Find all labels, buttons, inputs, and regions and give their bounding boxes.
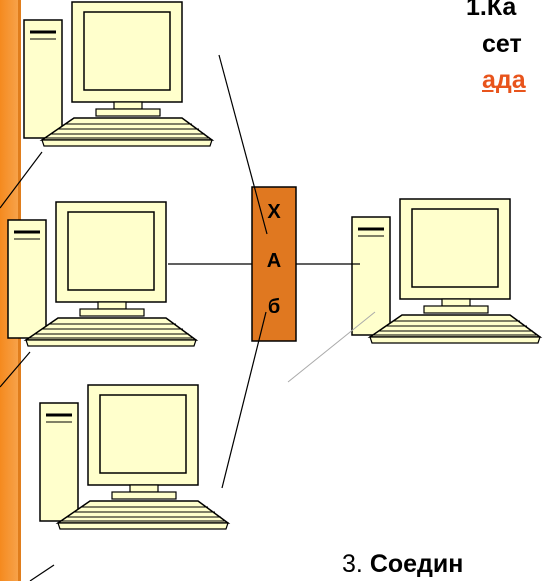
link-bottom [221, 311, 267, 489]
hub-letter-2: А [266, 250, 282, 272]
cable-stub-top [0, 151, 43, 209]
hub-letter-1: Х [267, 201, 281, 223]
cable-stub-middle [0, 351, 31, 388]
computer-right [350, 197, 542, 345]
heading-line-1: 1.Ка [466, 0, 517, 21]
computer-top [22, 0, 214, 148]
heading-link[interactable]: ада [482, 66, 526, 94]
step-3-text: 3. Соедин [342, 550, 463, 579]
step-number: 3. [342, 550, 363, 578]
computer-middle [6, 200, 198, 348]
cable-stub-bottom [29, 564, 55, 581]
heading-line-2: сет [482, 30, 522, 58]
computer-bottom [38, 383, 230, 531]
link-top [218, 54, 268, 235]
hub-letter-3: б [267, 296, 281, 318]
step-label: Соедин [369, 550, 464, 578]
faint-line [287, 311, 376, 383]
